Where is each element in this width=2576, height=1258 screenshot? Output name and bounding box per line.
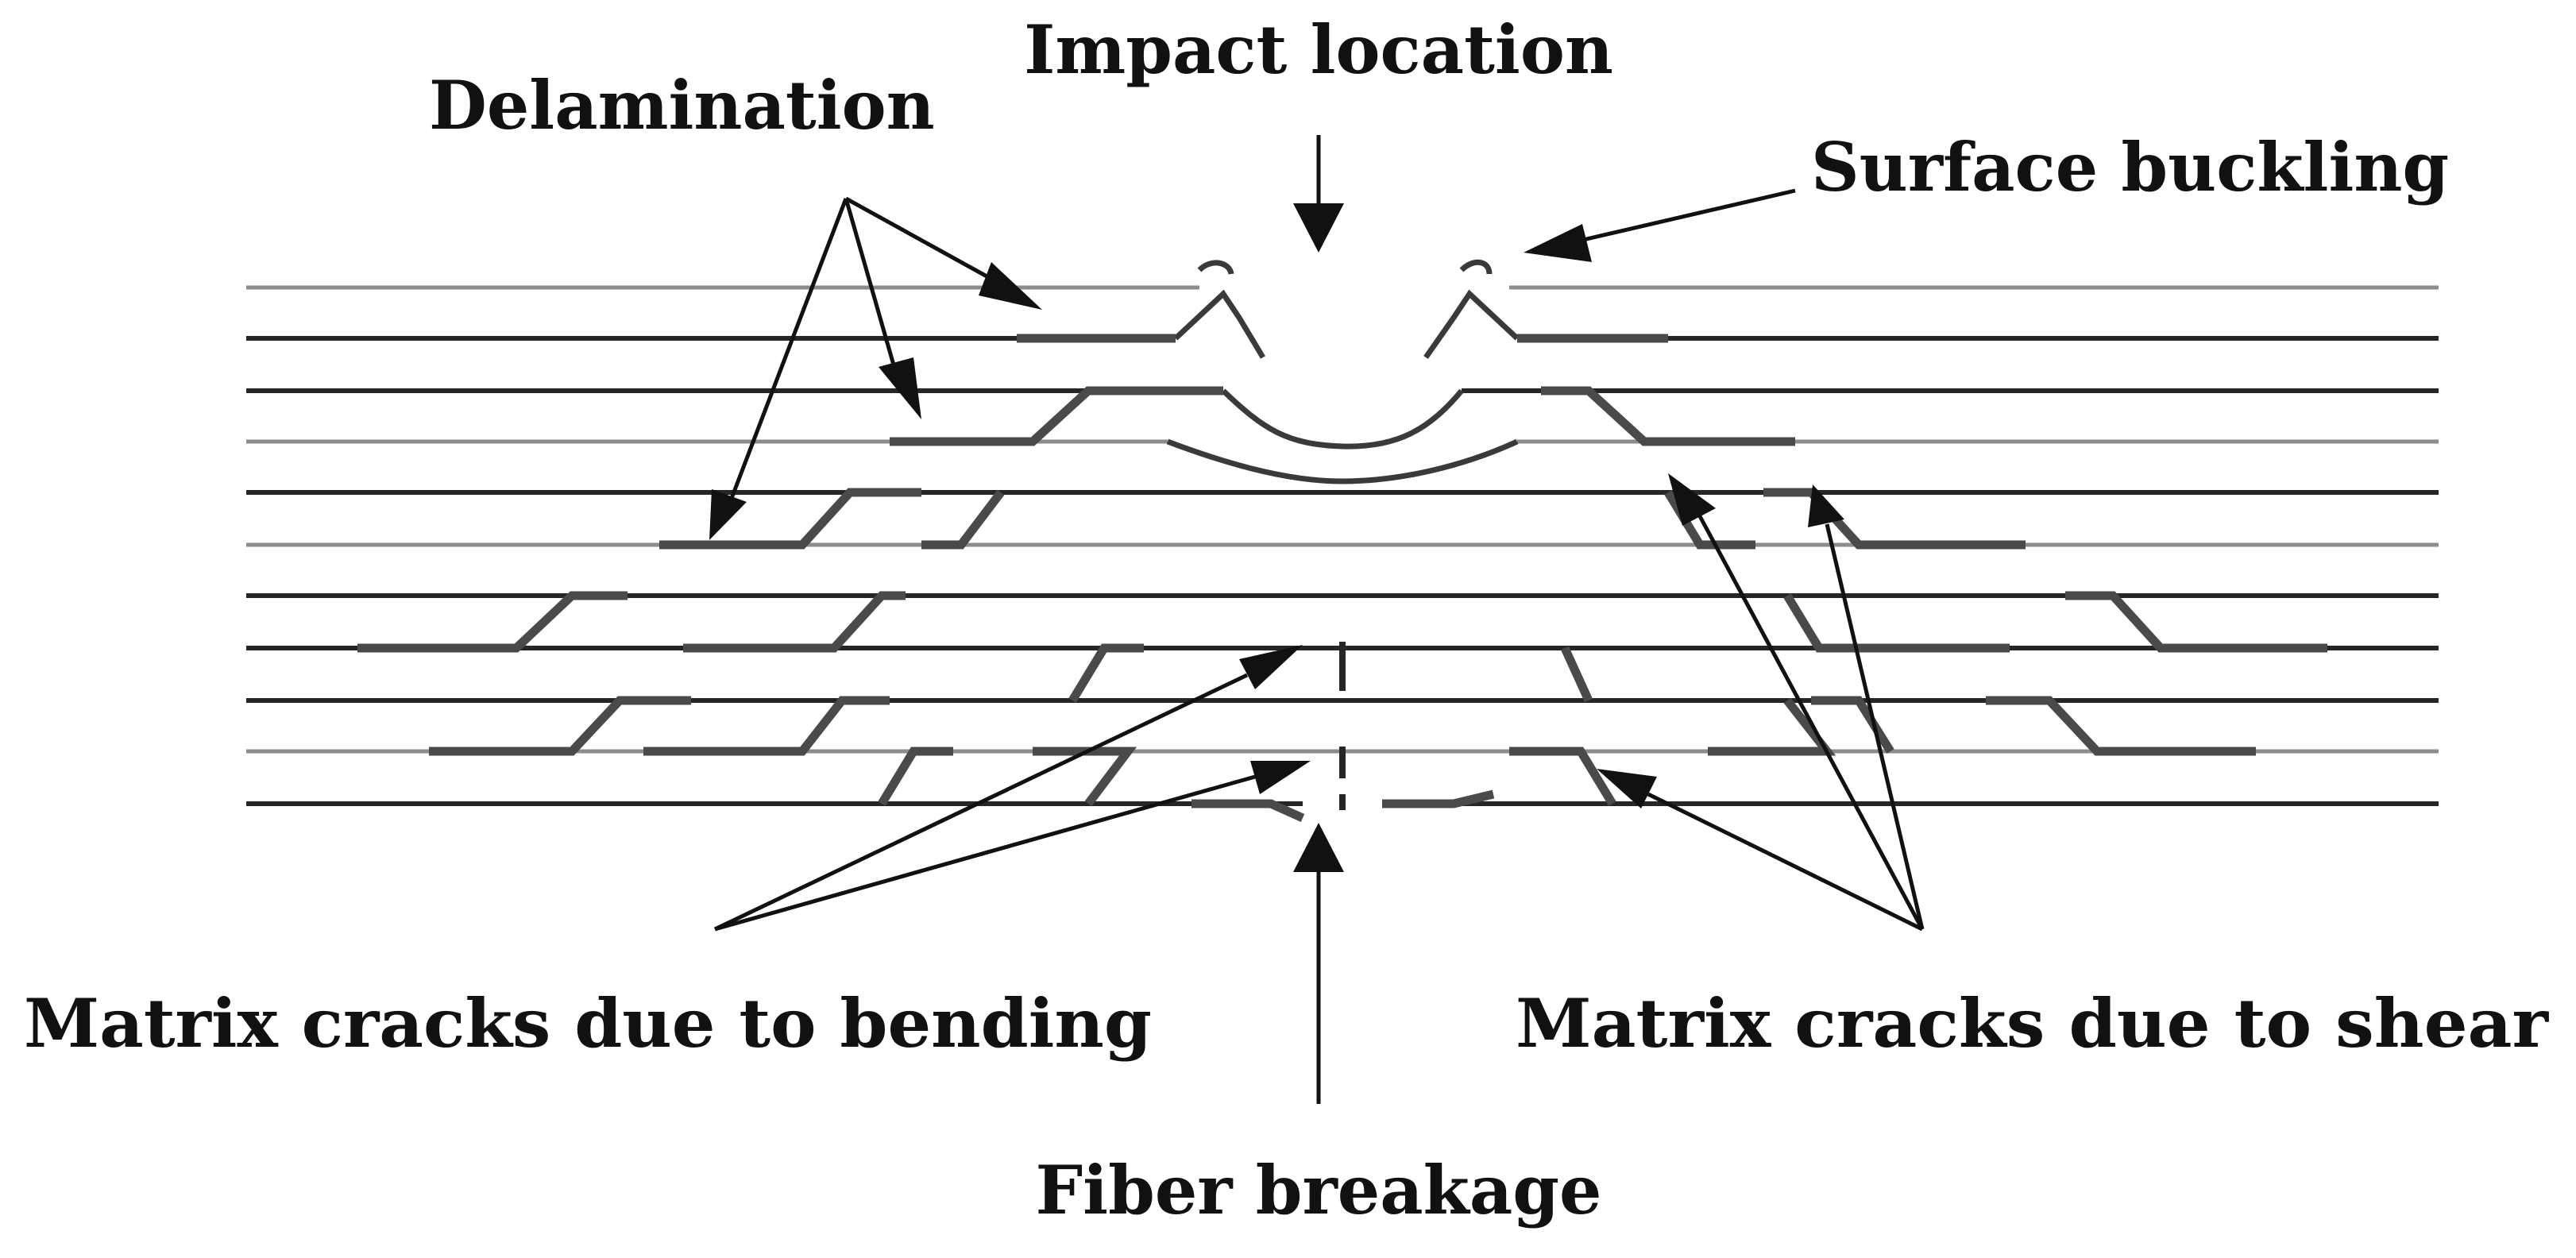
label-matrix-cracks-bending: Matrix cracks due to bending bbox=[24, 984, 1152, 1063]
label-matrix-cracks-shear: Matrix cracks due to shear bbox=[1516, 984, 2550, 1063]
labels: Impact location Delamination Surface buc… bbox=[24, 10, 2550, 1229]
delamination-arrow-icon bbox=[879, 357, 921, 419]
shear-leader bbox=[1647, 792, 1924, 932]
delamination-path bbox=[1783, 593, 2010, 653]
crater-upper-curve bbox=[1221, 388, 1464, 450]
delamination-leader bbox=[728, 198, 848, 501]
delamination-path bbox=[429, 696, 691, 756]
surface-buckling-leader bbox=[1572, 188, 1796, 245]
shear-arrow-icon bbox=[1808, 484, 1844, 527]
delamination-leader bbox=[844, 198, 898, 374]
delamination-path bbox=[1763, 488, 2026, 550]
label-fiber-breakage: Fiber breakage bbox=[1036, 1151, 1602, 1229]
shear-leader bbox=[1697, 515, 1925, 931]
surface-buckle-left-tip bbox=[1197, 260, 1234, 276]
delamination-path bbox=[890, 386, 1223, 446]
bending-leader bbox=[714, 774, 1256, 932]
delamination-path bbox=[1191, 799, 1305, 823]
delamination-path bbox=[1068, 643, 1144, 703]
surface-buckling-arrow-icon bbox=[1524, 224, 1592, 262]
delamination-path bbox=[921, 489, 1005, 550]
delamination-path bbox=[1811, 696, 1894, 754]
delamination-path bbox=[1708, 697, 1836, 756]
delamination-arrow-icon bbox=[979, 262, 1042, 310]
bending-arrow-icon bbox=[1239, 645, 1303, 689]
delamination-path bbox=[357, 591, 628, 653]
delamination-path bbox=[2065, 591, 2327, 653]
damage-paths bbox=[357, 334, 2327, 823]
impact-arrow-icon bbox=[1293, 203, 1344, 253]
label-surface-buckling: Surface buckling bbox=[1811, 128, 2449, 206]
delamination-path bbox=[1382, 789, 1495, 808]
surface-buckle-left bbox=[1173, 289, 1266, 359]
bending-leader bbox=[713, 673, 1249, 932]
delamination-leader bbox=[844, 196, 998, 284]
shear-arrow-icon bbox=[1597, 769, 1657, 808]
delamination-path bbox=[1560, 646, 1593, 703]
delamination-path bbox=[1541, 386, 1795, 446]
shear-leader bbox=[1825, 523, 1925, 930]
shear-arrow-icon bbox=[1668, 473, 1716, 526]
surface-buckle-right-tip bbox=[1459, 260, 1493, 275]
delamination-path bbox=[659, 488, 921, 550]
impact-crater bbox=[1166, 260, 1520, 484]
label-impact-location: Impact location bbox=[1024, 10, 1613, 89]
bending-arrow-icon bbox=[1250, 761, 1311, 794]
delamination-arrow-icon bbox=[709, 489, 747, 540]
delamination-path bbox=[1986, 696, 2256, 756]
surface-buckle-right bbox=[1423, 289, 1520, 360]
delamination-path bbox=[1033, 747, 1137, 807]
crater-lower-curve bbox=[1166, 438, 1519, 484]
laminate-plies bbox=[246, 285, 2439, 806]
annotations bbox=[709, 135, 1925, 1104]
label-delamination: Delamination bbox=[429, 66, 935, 145]
fiber-breakage-arrow-icon bbox=[1293, 823, 1344, 872]
delamination-path bbox=[878, 747, 953, 806]
delamination-path bbox=[643, 696, 890, 756]
delamination-path bbox=[1509, 747, 1616, 806]
delamination-path bbox=[683, 591, 906, 653]
